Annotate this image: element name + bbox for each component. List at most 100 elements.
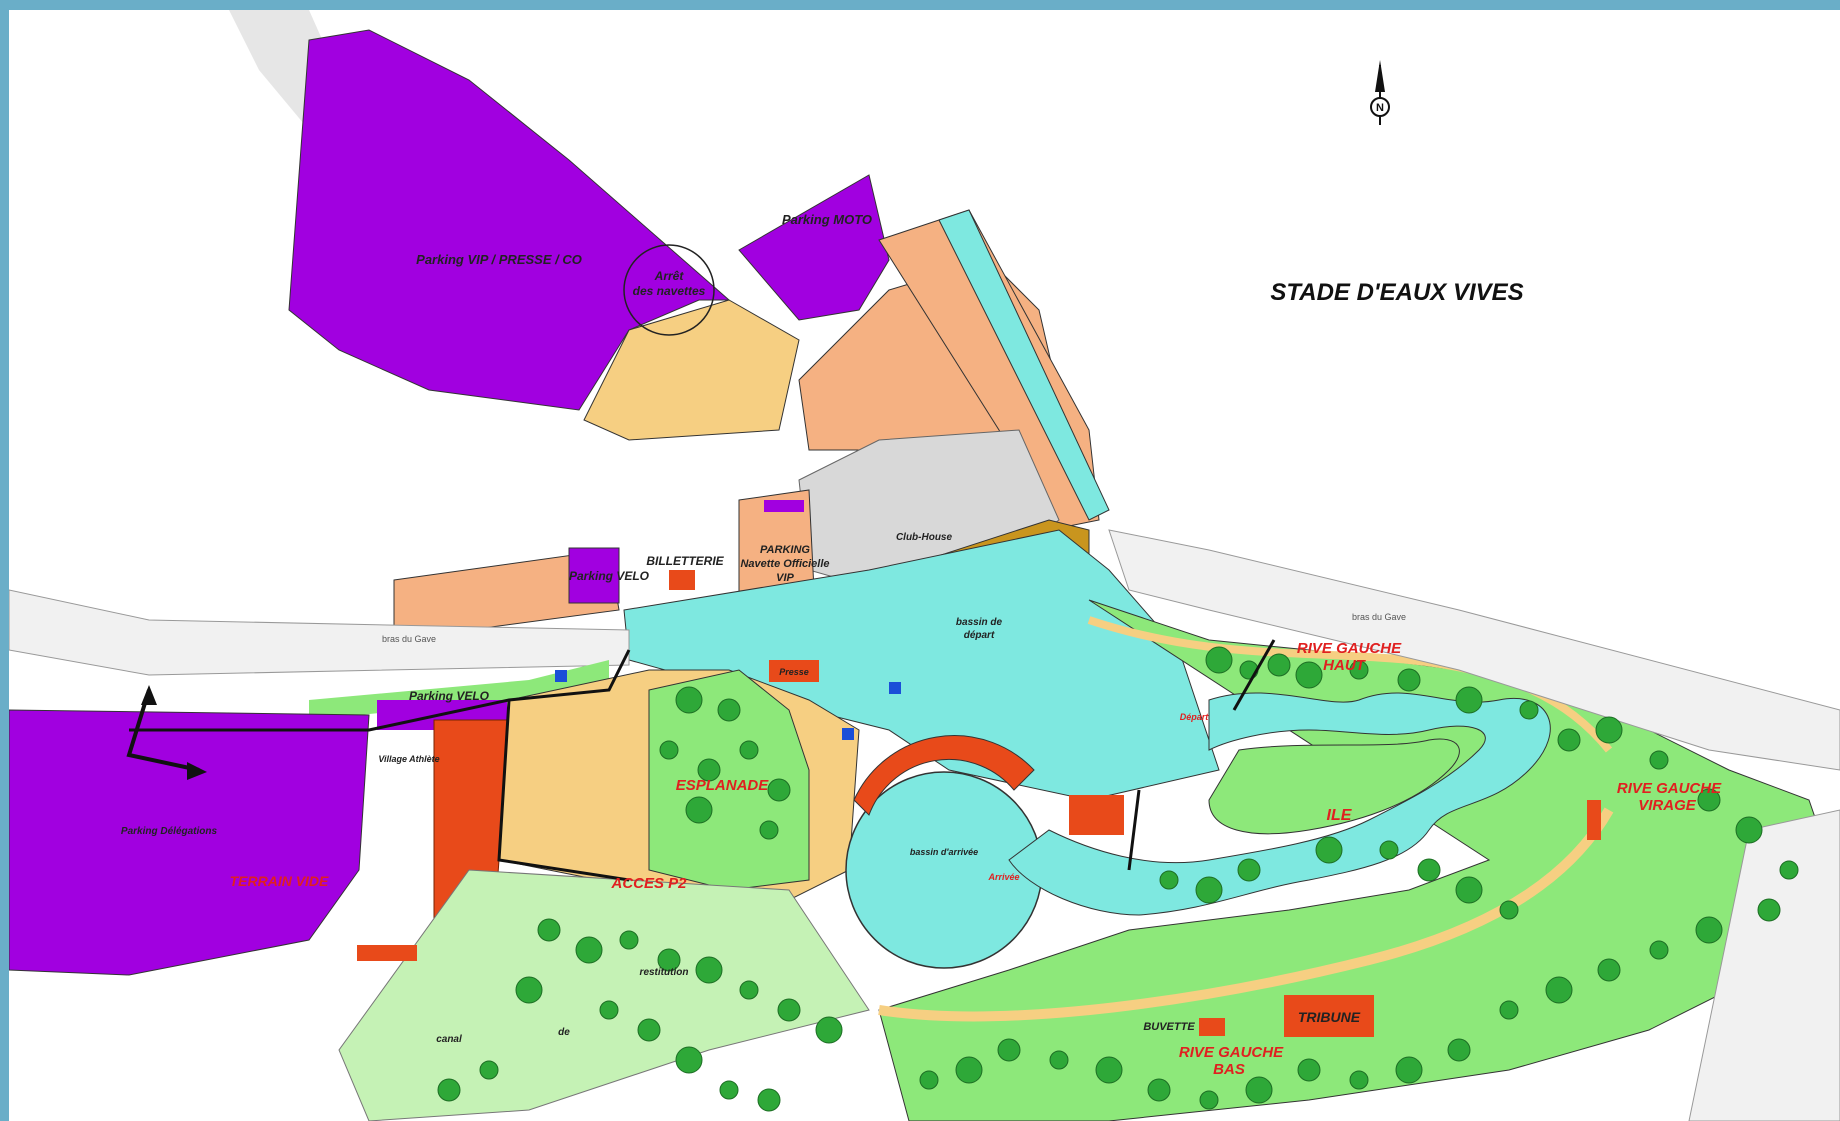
tree: [1049, 1050, 1069, 1070]
tree: [575, 936, 603, 964]
ile-building: [1069, 795, 1124, 835]
parking-velo-top-zone[interactable]: [568, 547, 620, 604]
tree: [1295, 661, 1323, 689]
label-arrivee: Arrivée: [987, 872, 1019, 882]
label-bassin-depart-2: départ: [964, 630, 995, 641]
tree: [1417, 858, 1441, 882]
label-parking-moto: Parking MOTO: [782, 212, 872, 227]
tribune-building[interactable]: [1284, 995, 1374, 1037]
trees-layer: [437, 646, 1799, 1112]
label-bras-du-gave-left: bras du Gave: [382, 634, 436, 644]
map-title: STADE D'EAUX VIVES: [1270, 279, 1523, 306]
label-bassin-depart-1: bassin de: [956, 617, 1003, 628]
tree: [659, 740, 679, 760]
tree: [767, 778, 791, 802]
label-de: de: [558, 1027, 570, 1038]
compass-n-label: N: [1376, 102, 1384, 114]
label-parking-navette-3: VIP: [776, 572, 794, 584]
tree: [1779, 860, 1799, 880]
tree: [637, 1018, 661, 1042]
tree: [1159, 870, 1179, 890]
label-rive-gauche-haut-2: HAUT: [1323, 657, 1366, 674]
tree: [1697, 788, 1721, 812]
tree: [1557, 728, 1581, 752]
label-rive-gauche-virage-1: RIVE GAUCHE: [1617, 780, 1722, 797]
label-ile: ILE: [1327, 807, 1353, 824]
tree: [1397, 668, 1421, 692]
label-rive-gauche-virage-2: VIRAGE: [1638, 797, 1697, 814]
label-buvette: BUVETTE: [1143, 1021, 1195, 1033]
tree: [717, 698, 741, 722]
arrivee-gate-line: [1127, 789, 1141, 871]
tree: [1195, 876, 1223, 904]
tree: [1237, 858, 1261, 882]
label-depart: Départ: [1180, 712, 1210, 722]
tree: [1297, 1058, 1321, 1082]
direction-arrow: [126, 689, 200, 772]
label-billetterie: BILLETTERIE: [646, 554, 724, 568]
label-bassin-arrivee: bassin d'arrivée: [910, 847, 978, 857]
small-red-hut: [357, 945, 417, 961]
buvette-building[interactable]: [1199, 1018, 1225, 1036]
slalom-channel[interactable]: [1008, 692, 1551, 916]
blue-marker-2: [889, 682, 901, 694]
north-compass: N: [1370, 60, 1390, 125]
tree: [1649, 750, 1669, 770]
lower-left-hill: [338, 869, 870, 1121]
label-parking-delegations: Parking Délégations: [121, 826, 218, 837]
salmon-band-left: [393, 549, 620, 641]
arrival-tribune-arc: [853, 735, 1035, 816]
billetterie-building[interactable]: [669, 570, 695, 590]
tree: [1379, 840, 1399, 860]
label-village-athlete: Village Athlète: [378, 754, 439, 764]
label-esplanade: ESPLANADE: [676, 777, 770, 794]
presse-building[interactable]: [769, 660, 819, 682]
label-club-house: Club-House: [896, 532, 953, 543]
tree: [759, 820, 779, 840]
tree: [619, 930, 639, 950]
parking-moto-zone[interactable]: [738, 174, 890, 321]
label-bras-du-gave-right: bras du Gave: [1352, 612, 1406, 622]
tree: [1147, 1078, 1171, 1102]
tree: [479, 1060, 499, 1080]
label-canal: canal: [436, 1034, 462, 1045]
label-parking-velo-top: Parking VELO: [569, 569, 650, 583]
tree: [1649, 940, 1669, 960]
blue-marker-3: [842, 728, 854, 740]
parking-vip-zone[interactable]: [288, 29, 731, 411]
feeder-channel: [938, 209, 1110, 521]
tree: [537, 918, 561, 942]
tree: [1447, 1038, 1471, 1062]
tree: [685, 796, 713, 824]
ile-island[interactable]: [1208, 738, 1460, 835]
tree: [1199, 1090, 1219, 1110]
parking-delegations-zone[interactable]: [9, 709, 370, 976]
label-parking-navette-1: PARKING: [760, 544, 810, 556]
label-tribune: TRIBUNE: [1298, 1009, 1361, 1025]
site-plan-map: N STADE D'EAUX VIVES Parking VIP / PRESS…: [9, 10, 1840, 1121]
tree: [1349, 660, 1369, 680]
tree: [719, 1080, 739, 1100]
tree: [1597, 958, 1621, 982]
tree: [1545, 976, 1573, 1004]
tree: [919, 1070, 939, 1090]
label-parking-vip: Parking VIP / PRESSE / CO: [416, 252, 582, 267]
tree: [1757, 898, 1781, 922]
small-purple-pad: [764, 500, 804, 512]
tree: [1349, 1070, 1369, 1090]
tree: [515, 976, 543, 1004]
tree: [695, 956, 723, 984]
arrow-head-up: [141, 685, 157, 705]
bras-du-gave-left: [9, 589, 630, 676]
yellow-lot: [583, 299, 800, 441]
shuttle-stop-circle: [623, 244, 715, 336]
canal-de-chute: [1688, 809, 1840, 1121]
site-plan-svg: N STADE D'EAUX VIVES Parking VIP / PRESS…: [9, 10, 1840, 1121]
tree: [1205, 646, 1233, 674]
tree: [437, 1078, 461, 1102]
tree: [739, 740, 759, 760]
riverside-path: [878, 807, 1614, 1022]
tree: [1455, 876, 1483, 904]
blue-marker-1: [555, 670, 567, 682]
